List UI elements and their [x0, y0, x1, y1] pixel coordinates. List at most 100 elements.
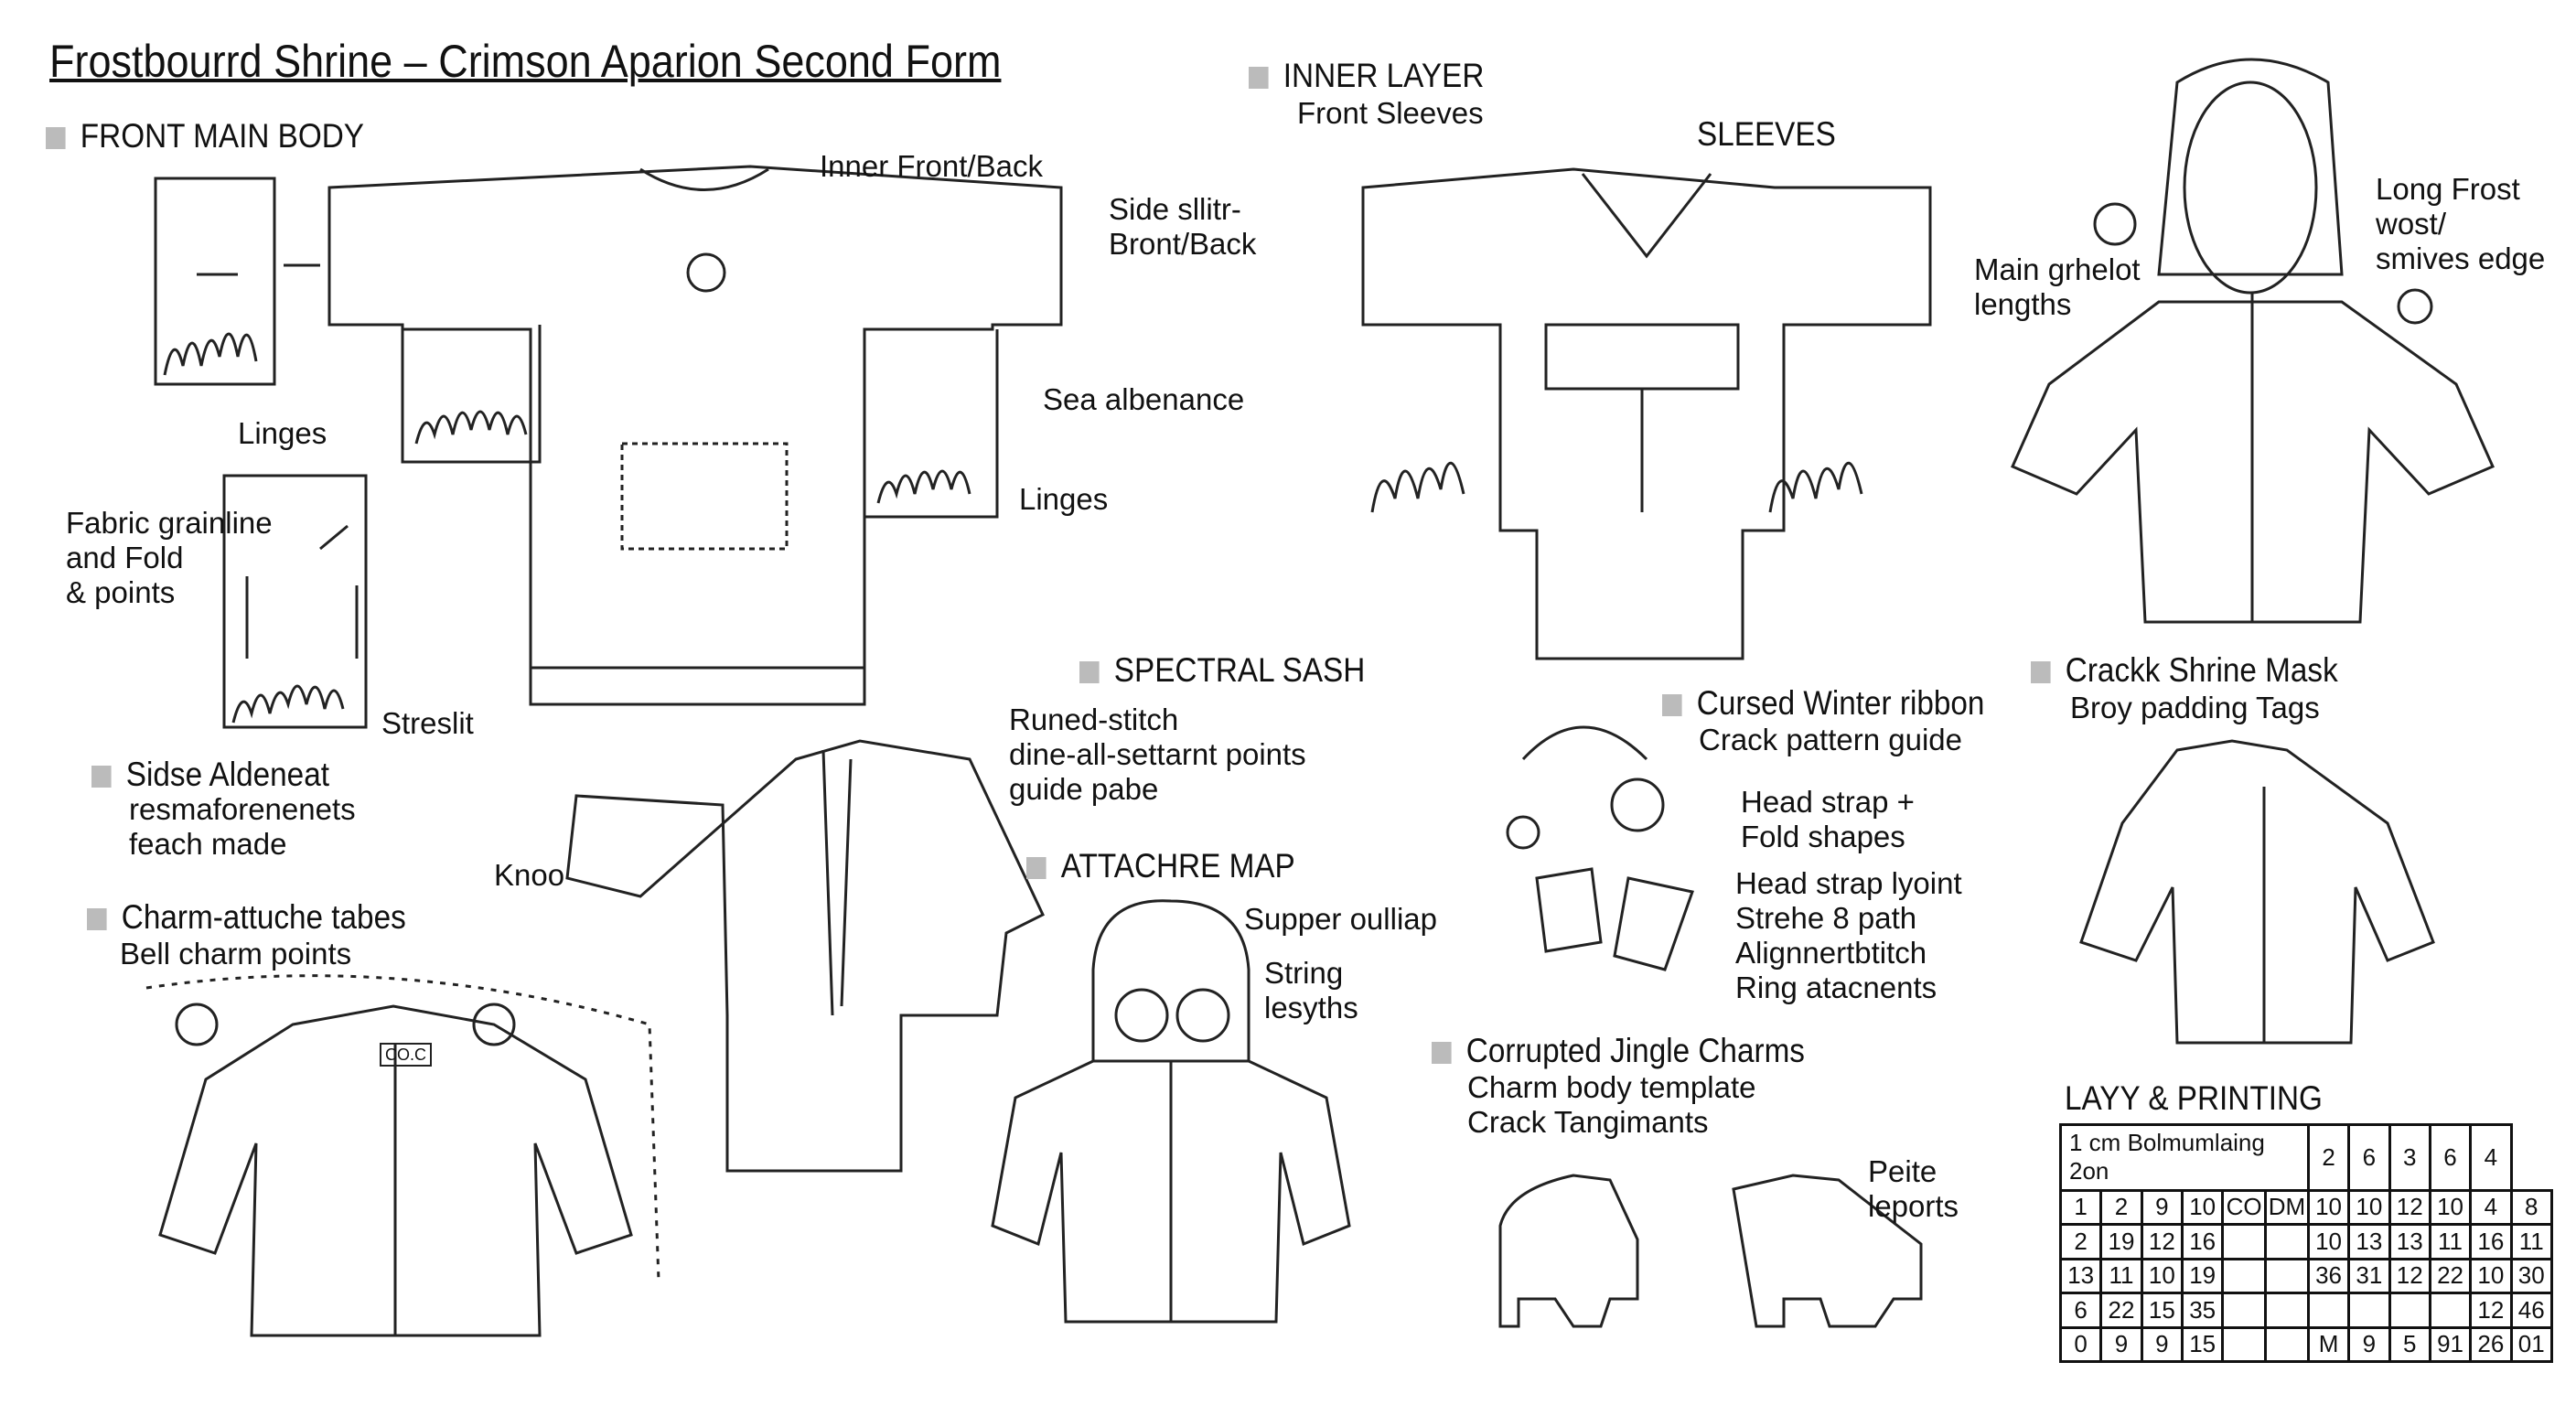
label-string-lengths: String lesyths: [1264, 956, 1358, 1024]
section-charm-tabs: Charm-attuche tabes: [87, 898, 406, 937]
section-label: Corrupted Jingle Charms: [1465, 1032, 1805, 1069]
table-cell: 0: [2058, 1325, 2103, 1363]
label-charm-body: Charm body template Crack Tangimants: [1467, 1070, 1756, 1139]
label-peite: Peite leports: [1868, 1154, 1959, 1223]
label-linges: Linges: [1019, 482, 1109, 516]
table-cell: 2: [2058, 1223, 2103, 1260]
table-cell: 9: [2140, 1188, 2184, 1227]
table-header-cell: 1 cm Bolmumlaing 2on: [2059, 1123, 2310, 1192]
label-broy-padding: Broy padding Tags: [2070, 691, 2320, 724]
table-cell: 19: [2099, 1223, 2143, 1260]
front-main-body-shirt: [327, 165, 1063, 706]
table-cell: 2: [2099, 1188, 2143, 1227]
table-cell: 13: [2388, 1223, 2431, 1260]
table-cell: 31: [2347, 1257, 2391, 1295]
table-cell: 5: [2388, 1325, 2431, 1363]
table-cell: 10: [2347, 1188, 2391, 1227]
label-side-slit: Side sllitr- Bront/Back: [1109, 192, 1257, 261]
table-cell: 6: [2428, 1123, 2473, 1192]
table-cell: 10: [2306, 1223, 2351, 1260]
section-corrupted-charms: Corrupted Jingle Charms: [1432, 1032, 1805, 1070]
table-cell: 6: [2058, 1292, 2103, 1329]
label-knoo: Knoo: [494, 858, 565, 892]
section-sleeves: SLEEVES: [1697, 115, 1836, 153]
table-row: 1 cm Bolmumlaing 2on 2 6 3 6 4: [2059, 1123, 2552, 1192]
page-title: Frostbourrd Shrine – Crimson Aparion Sec…: [49, 36, 1002, 87]
table-cell: 13: [2347, 1223, 2391, 1260]
table-cell: 22: [2099, 1292, 2143, 1329]
table-cell: [2306, 1292, 2351, 1329]
section-layout-printing: LAYY & PRINTING: [2065, 1079, 2323, 1117]
label-head-strap-lyoint: Head strap lyoint Strehe 8 path Alignner…: [1735, 866, 1962, 1004]
section-label: FRONT MAIN BODY: [80, 117, 365, 155]
table-cell: [2263, 1223, 2310, 1260]
table-cell: 16: [2469, 1223, 2513, 1260]
pattern-piece-sleeve: [154, 177, 320, 386]
table-cell: 19: [2180, 1257, 2225, 1295]
table-cell: 10: [2180, 1188, 2225, 1227]
section-attach-map: ATTACHRE MAP: [1026, 847, 1295, 885]
table-cell: 12: [2388, 1188, 2431, 1227]
label-main-grhelot: Main grhelot lengths: [1974, 252, 2141, 321]
jacket-tag: CO.C: [380, 1043, 432, 1067]
pattern-piece-body: [222, 474, 368, 729]
table-cell: [2347, 1292, 2391, 1329]
table-cell: 91: [2428, 1325, 2473, 1363]
section-cursed-ribbon: Cursed Winter ribbon: [1662, 684, 1984, 723]
table-cell: 26: [2469, 1325, 2513, 1363]
table-cell: 12: [2388, 1257, 2431, 1295]
table-cell: [2428, 1292, 2473, 1329]
section-label: SPECTRAL SASH: [1113, 651, 1366, 689]
table-cell: [2263, 1292, 2310, 1329]
table-cell: [2388, 1292, 2431, 1329]
table-cell: 9: [2140, 1325, 2184, 1363]
table-cell: 16: [2180, 1223, 2225, 1260]
table-cell: M: [2306, 1325, 2351, 1363]
table-cell: [2221, 1257, 2267, 1295]
label-bell-charm-points: Bell charm points: [120, 937, 352, 971]
table-cell: 11: [2428, 1223, 2473, 1260]
section-spectral-sash: SPECTRAL SASH: [1079, 651, 1365, 690]
table-cell: 35: [2180, 1292, 2225, 1329]
table-cell: 13: [2058, 1257, 2103, 1295]
table-cell: 11: [2099, 1257, 2143, 1295]
section-label: Cursed Winter ribbon: [1696, 684, 1985, 722]
table-cell: 3: [2388, 1123, 2431, 1192]
label-fabric-grainline: Fabric grainline and Fold & points: [66, 506, 273, 609]
table-cell: CO: [2221, 1188, 2267, 1227]
label-sea-allowance: Sea albenance: [1043, 382, 1245, 416]
label-long-frost: Long Frost wost/ smives edge: [2376, 172, 2546, 275]
table-cell: 12: [2140, 1223, 2184, 1260]
section-label: Sidse Aldeneat: [125, 756, 329, 793]
table-cell: 4: [2469, 1123, 2513, 1192]
table-cell: 10: [2140, 1257, 2184, 1295]
table-cell: 9: [2347, 1325, 2391, 1363]
section-side-allowance: Sidse Aldeneat: [91, 756, 329, 794]
section-label: ATTACHRE MAP: [1060, 847, 1295, 885]
table-cell: 10: [2306, 1188, 2351, 1227]
spectral-sash-robe: [565, 739, 1045, 1173]
label-front-sleeves: Front Sleeves: [1297, 96, 1484, 130]
table-cell: DM: [2263, 1188, 2310, 1227]
table-cell: 4: [2469, 1188, 2513, 1227]
section-label: Crackk Shrine Mask: [2065, 651, 2338, 689]
shrine-mask-jacket: [2079, 739, 2435, 1045]
label-head-strap: Head strap + Fold shapes: [1741, 785, 1915, 853]
table-cell: 15: [2180, 1325, 2225, 1363]
label-crack-pattern: Crack pattern guide: [1699, 723, 1962, 756]
section-front-main-body: FRONT MAIN BODY: [46, 117, 364, 156]
section-shrine-mask: Crackk Shrine Mask: [2031, 651, 2338, 690]
label-supper-oulliap: Supper oulliap: [1244, 902, 1437, 936]
table-cell: 8: [2509, 1188, 2554, 1227]
section-inner-layer: INNER LAYER: [1249, 57, 1484, 95]
table-cell: 10: [2428, 1188, 2473, 1227]
table-cell: [2263, 1325, 2310, 1363]
table-cell: [2221, 1292, 2267, 1329]
table-cell: 36: [2306, 1257, 2351, 1295]
label-side-allowance-sub: resmaforenenets feach made: [129, 792, 356, 861]
table-cell: 2: [2306, 1123, 2351, 1192]
